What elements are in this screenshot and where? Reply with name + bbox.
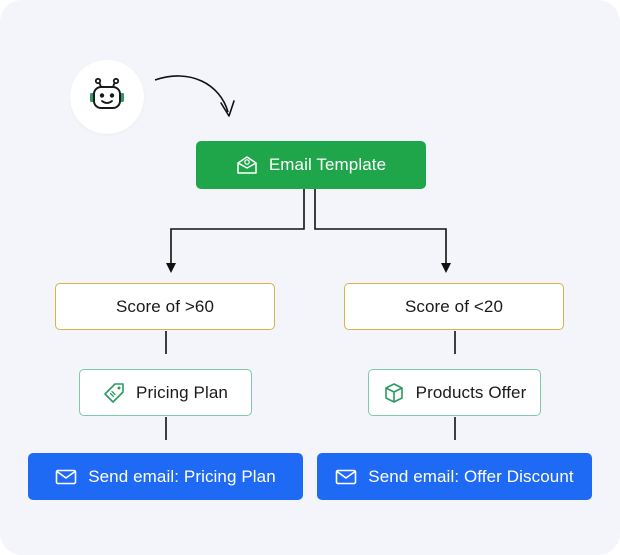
envelope-icon [55, 469, 77, 485]
box-icon [383, 382, 405, 404]
start-arrow [154, 75, 229, 113]
connector-right-branch [314, 189, 451, 273]
email-template-node[interactable]: Email Template [196, 141, 426, 189]
condition-score-high[interactable]: Score of >60 [55, 283, 275, 330]
products-offer-label: Products Offer [415, 382, 527, 402]
condition-score-high-label: Score of >60 [115, 296, 215, 316]
condition-score-low[interactable]: Score of <20 [344, 283, 564, 330]
start-arrow-head [220, 100, 235, 117]
send-email-pricing-plan-label: Send email: Pricing Plan [88, 466, 276, 486]
email-template-label: Email Template [268, 155, 387, 174]
condition-score-low-label: Score of <20 [404, 296, 504, 316]
envelope-icon [335, 469, 357, 485]
pricing-plan-node[interactable]: Pricing Plan [79, 369, 252, 416]
send-email-pricing-plan-node[interactable]: Send email: Pricing Plan [28, 453, 303, 500]
pricing-plan-label: Pricing Plan [136, 382, 228, 402]
robot-icon [87, 75, 127, 120]
send-email-offer-discount-label: Send email: Offer Discount [368, 466, 574, 486]
connector-left-branch [166, 189, 305, 273]
email-template-icon [236, 155, 258, 175]
robot-start-node [70, 60, 144, 134]
send-email-offer-discount-node[interactable]: Send email: Offer Discount [317, 453, 592, 500]
products-offer-node[interactable]: Products Offer [368, 369, 541, 416]
price-tag-icon [103, 382, 125, 404]
